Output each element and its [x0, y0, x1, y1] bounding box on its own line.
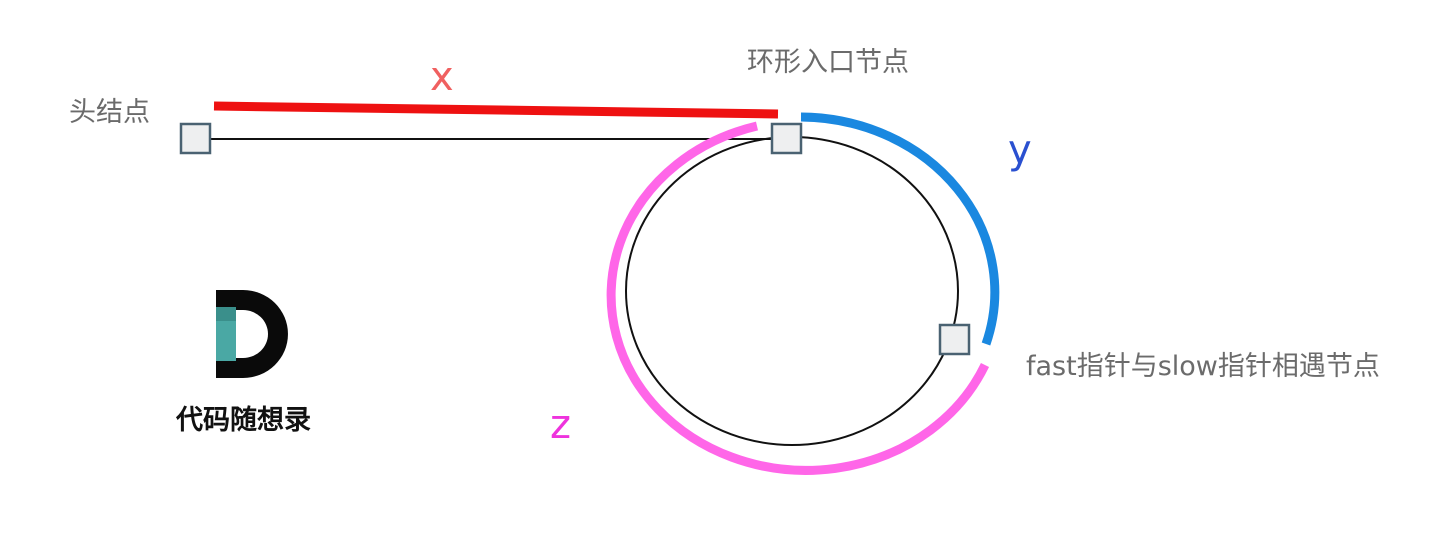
meeting-node	[938, 323, 971, 356]
brand-name: 代码随想录	[175, 405, 311, 436]
letter-d-logo-icon	[216, 290, 288, 378]
x-segment	[213, 101, 779, 119]
y-arc	[800, 112, 1000, 346]
z-arc	[606, 121, 990, 475]
entry-node-label: 环形入口节点	[747, 47, 909, 78]
y-label: y	[1008, 127, 1032, 173]
meeting-node-label: fast指针与slow指针相遇节点	[1026, 351, 1380, 382]
z-label: z	[550, 402, 571, 448]
head-node	[179, 122, 212, 155]
head-node-label: 头结点	[69, 97, 150, 128]
x-label: x	[430, 54, 454, 100]
cycle-ring	[625, 136, 959, 446]
entry-node	[770, 122, 803, 155]
